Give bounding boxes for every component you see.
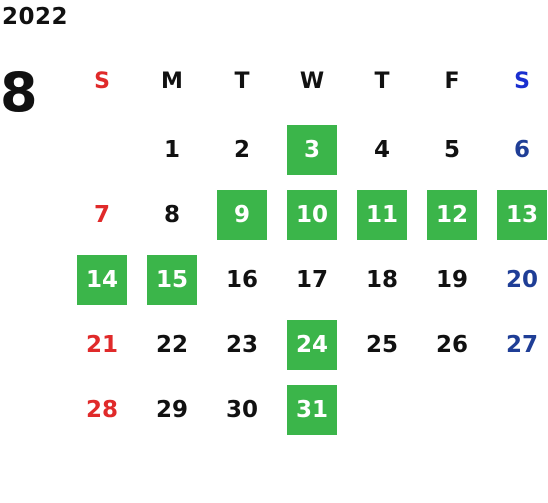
day-cell-24[interactable]: 24 <box>287 320 337 370</box>
day-cell-2[interactable]: 2 <box>233 137 250 163</box>
day-cell-13[interactable]: 13 <box>497 190 547 240</box>
weekday-header-wed: W <box>299 68 325 94</box>
day-cell-31[interactable]: 31 <box>287 385 337 435</box>
day-cell-26[interactable]: 26 <box>435 332 468 358</box>
weekday-header-thu: T <box>374 68 390 94</box>
day-cell-7[interactable]: 7 <box>93 202 110 228</box>
day-cell-9[interactable]: 9 <box>217 190 267 240</box>
weekday-header-mon: M <box>161 68 183 94</box>
day-cell-16[interactable]: 16 <box>225 267 258 293</box>
weekday-header-tue: T <box>234 68 250 94</box>
day-cell-19[interactable]: 19 <box>435 267 468 293</box>
day-cell-11[interactable]: 11 <box>357 190 407 240</box>
day-cell-12[interactable]: 12 <box>427 190 477 240</box>
day-cell-30[interactable]: 30 <box>225 397 258 423</box>
day-cell-21[interactable]: 21 <box>85 332 118 358</box>
day-cell-22[interactable]: 22 <box>155 332 188 358</box>
day-cell-29[interactable]: 29 <box>155 397 188 423</box>
day-cell-23[interactable]: 23 <box>225 332 258 358</box>
day-cell-10[interactable]: 10 <box>287 190 337 240</box>
weekday-header-sun: S <box>94 68 110 94</box>
day-cell-25[interactable]: 25 <box>365 332 398 358</box>
month-number: 8 <box>0 61 38 124</box>
day-cell-20[interactable]: 20 <box>505 267 538 293</box>
day-cell-4[interactable]: 4 <box>373 137 390 163</box>
day-cell-6[interactable]: 6 <box>513 137 530 163</box>
day-cell-28[interactable]: 28 <box>85 397 118 423</box>
day-cell-1[interactable]: 1 <box>163 137 180 163</box>
day-cell-27[interactable]: 27 <box>505 332 538 358</box>
day-cell-5[interactable]: 5 <box>443 137 460 163</box>
day-cell-15[interactable]: 15 <box>147 255 197 305</box>
day-cell-14[interactable]: 14 <box>77 255 127 305</box>
day-cell-3[interactable]: 3 <box>287 125 337 175</box>
day-cell-8[interactable]: 8 <box>163 202 180 228</box>
year-label: 2022 <box>2 4 69 30</box>
weekday-header-fri: F <box>444 68 460 94</box>
day-cell-17[interactable]: 17 <box>295 267 328 293</box>
weekday-header-sat: S <box>514 68 530 94</box>
day-cell-18[interactable]: 18 <box>365 267 398 293</box>
